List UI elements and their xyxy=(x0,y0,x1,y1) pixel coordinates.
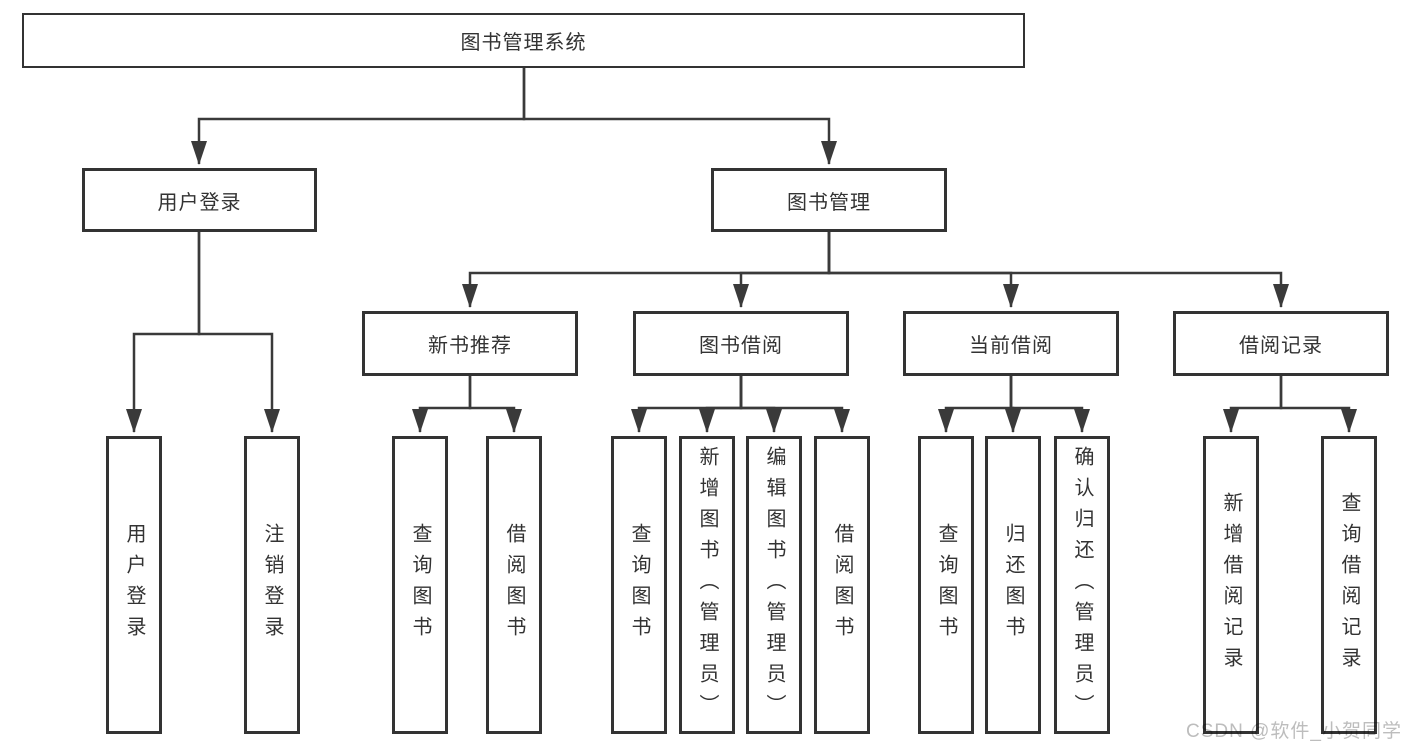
node-book-management-label: 图书管理 xyxy=(787,191,871,214)
leaf-query-books-current: 查询图书 xyxy=(918,436,974,734)
leaf-query-books-recommend-label: 查询图书 xyxy=(409,523,431,647)
leaf-edit-book-admin-label: 编辑图书（管理员） xyxy=(763,445,785,725)
leaf-query-books-borrow-label: 查询图书 xyxy=(628,523,650,647)
leaf-add-book-admin-label: 新增图书（管理员） xyxy=(696,445,718,725)
leaf-return-book: 归还图书 xyxy=(985,436,1041,734)
node-book-borrow: 图书借阅 xyxy=(633,311,849,376)
leaf-query-books-recommend: 查询图书 xyxy=(392,436,448,734)
leaf-borrow-books-label: 借阅图书 xyxy=(831,523,853,647)
leaf-borrow-books-recommend-label: 借阅图书 xyxy=(503,523,525,647)
node-book-management: 图书管理 xyxy=(711,168,947,232)
node-borrow-records-label: 借阅记录 xyxy=(1239,335,1323,357)
node-user-login-label: 用户登录 xyxy=(157,191,242,214)
node-root-label: 图书管理系统 xyxy=(460,32,587,54)
node-new-book-recommend-label: 新书推荐 xyxy=(428,335,512,357)
leaf-add-borrow-record-label: 新增借阅记录 xyxy=(1220,492,1242,678)
node-new-book-recommend: 新书推荐 xyxy=(362,311,578,376)
node-user-login: 用户登录 xyxy=(82,168,317,232)
csdn-watermark: CSDN @软件_小贺同学 xyxy=(1186,721,1402,742)
node-book-borrow-label: 图书借阅 xyxy=(699,335,783,357)
leaf-confirm-return-admin: 确认归还（管理员） xyxy=(1054,436,1110,734)
leaf-borrow-books: 借阅图书 xyxy=(814,436,870,734)
leaf-user-login: 用户登录 xyxy=(106,436,162,734)
leaf-add-borrow-record: 新增借阅记录 xyxy=(1203,436,1259,734)
leaf-query-borrow-record-label: 查询借阅记录 xyxy=(1338,492,1360,678)
node-current-borrow: 当前借阅 xyxy=(903,311,1119,376)
leaf-query-books-borrow: 查询图书 xyxy=(611,436,667,734)
leaf-logout: 注销登录 xyxy=(244,436,300,734)
leaf-query-books-current-label: 查询图书 xyxy=(935,523,957,647)
leaf-borrow-books-recommend: 借阅图书 xyxy=(486,436,542,734)
leaf-confirm-return-admin-label: 确认归还（管理员） xyxy=(1071,445,1093,725)
node-current-borrow-label: 当前借阅 xyxy=(969,335,1053,357)
leaf-return-book-label: 归还图书 xyxy=(1002,523,1024,647)
leaf-query-borrow-record: 查询借阅记录 xyxy=(1321,436,1377,734)
leaf-logout-label: 注销登录 xyxy=(261,523,283,647)
node-root: 图书管理系统 xyxy=(22,13,1025,68)
leaf-edit-book-admin: 编辑图书（管理员） xyxy=(746,436,802,734)
node-borrow-records: 借阅记录 xyxy=(1173,311,1389,376)
leaf-user-login-label: 用户登录 xyxy=(123,523,145,647)
leaf-add-book-admin: 新增图书（管理员） xyxy=(679,436,735,734)
